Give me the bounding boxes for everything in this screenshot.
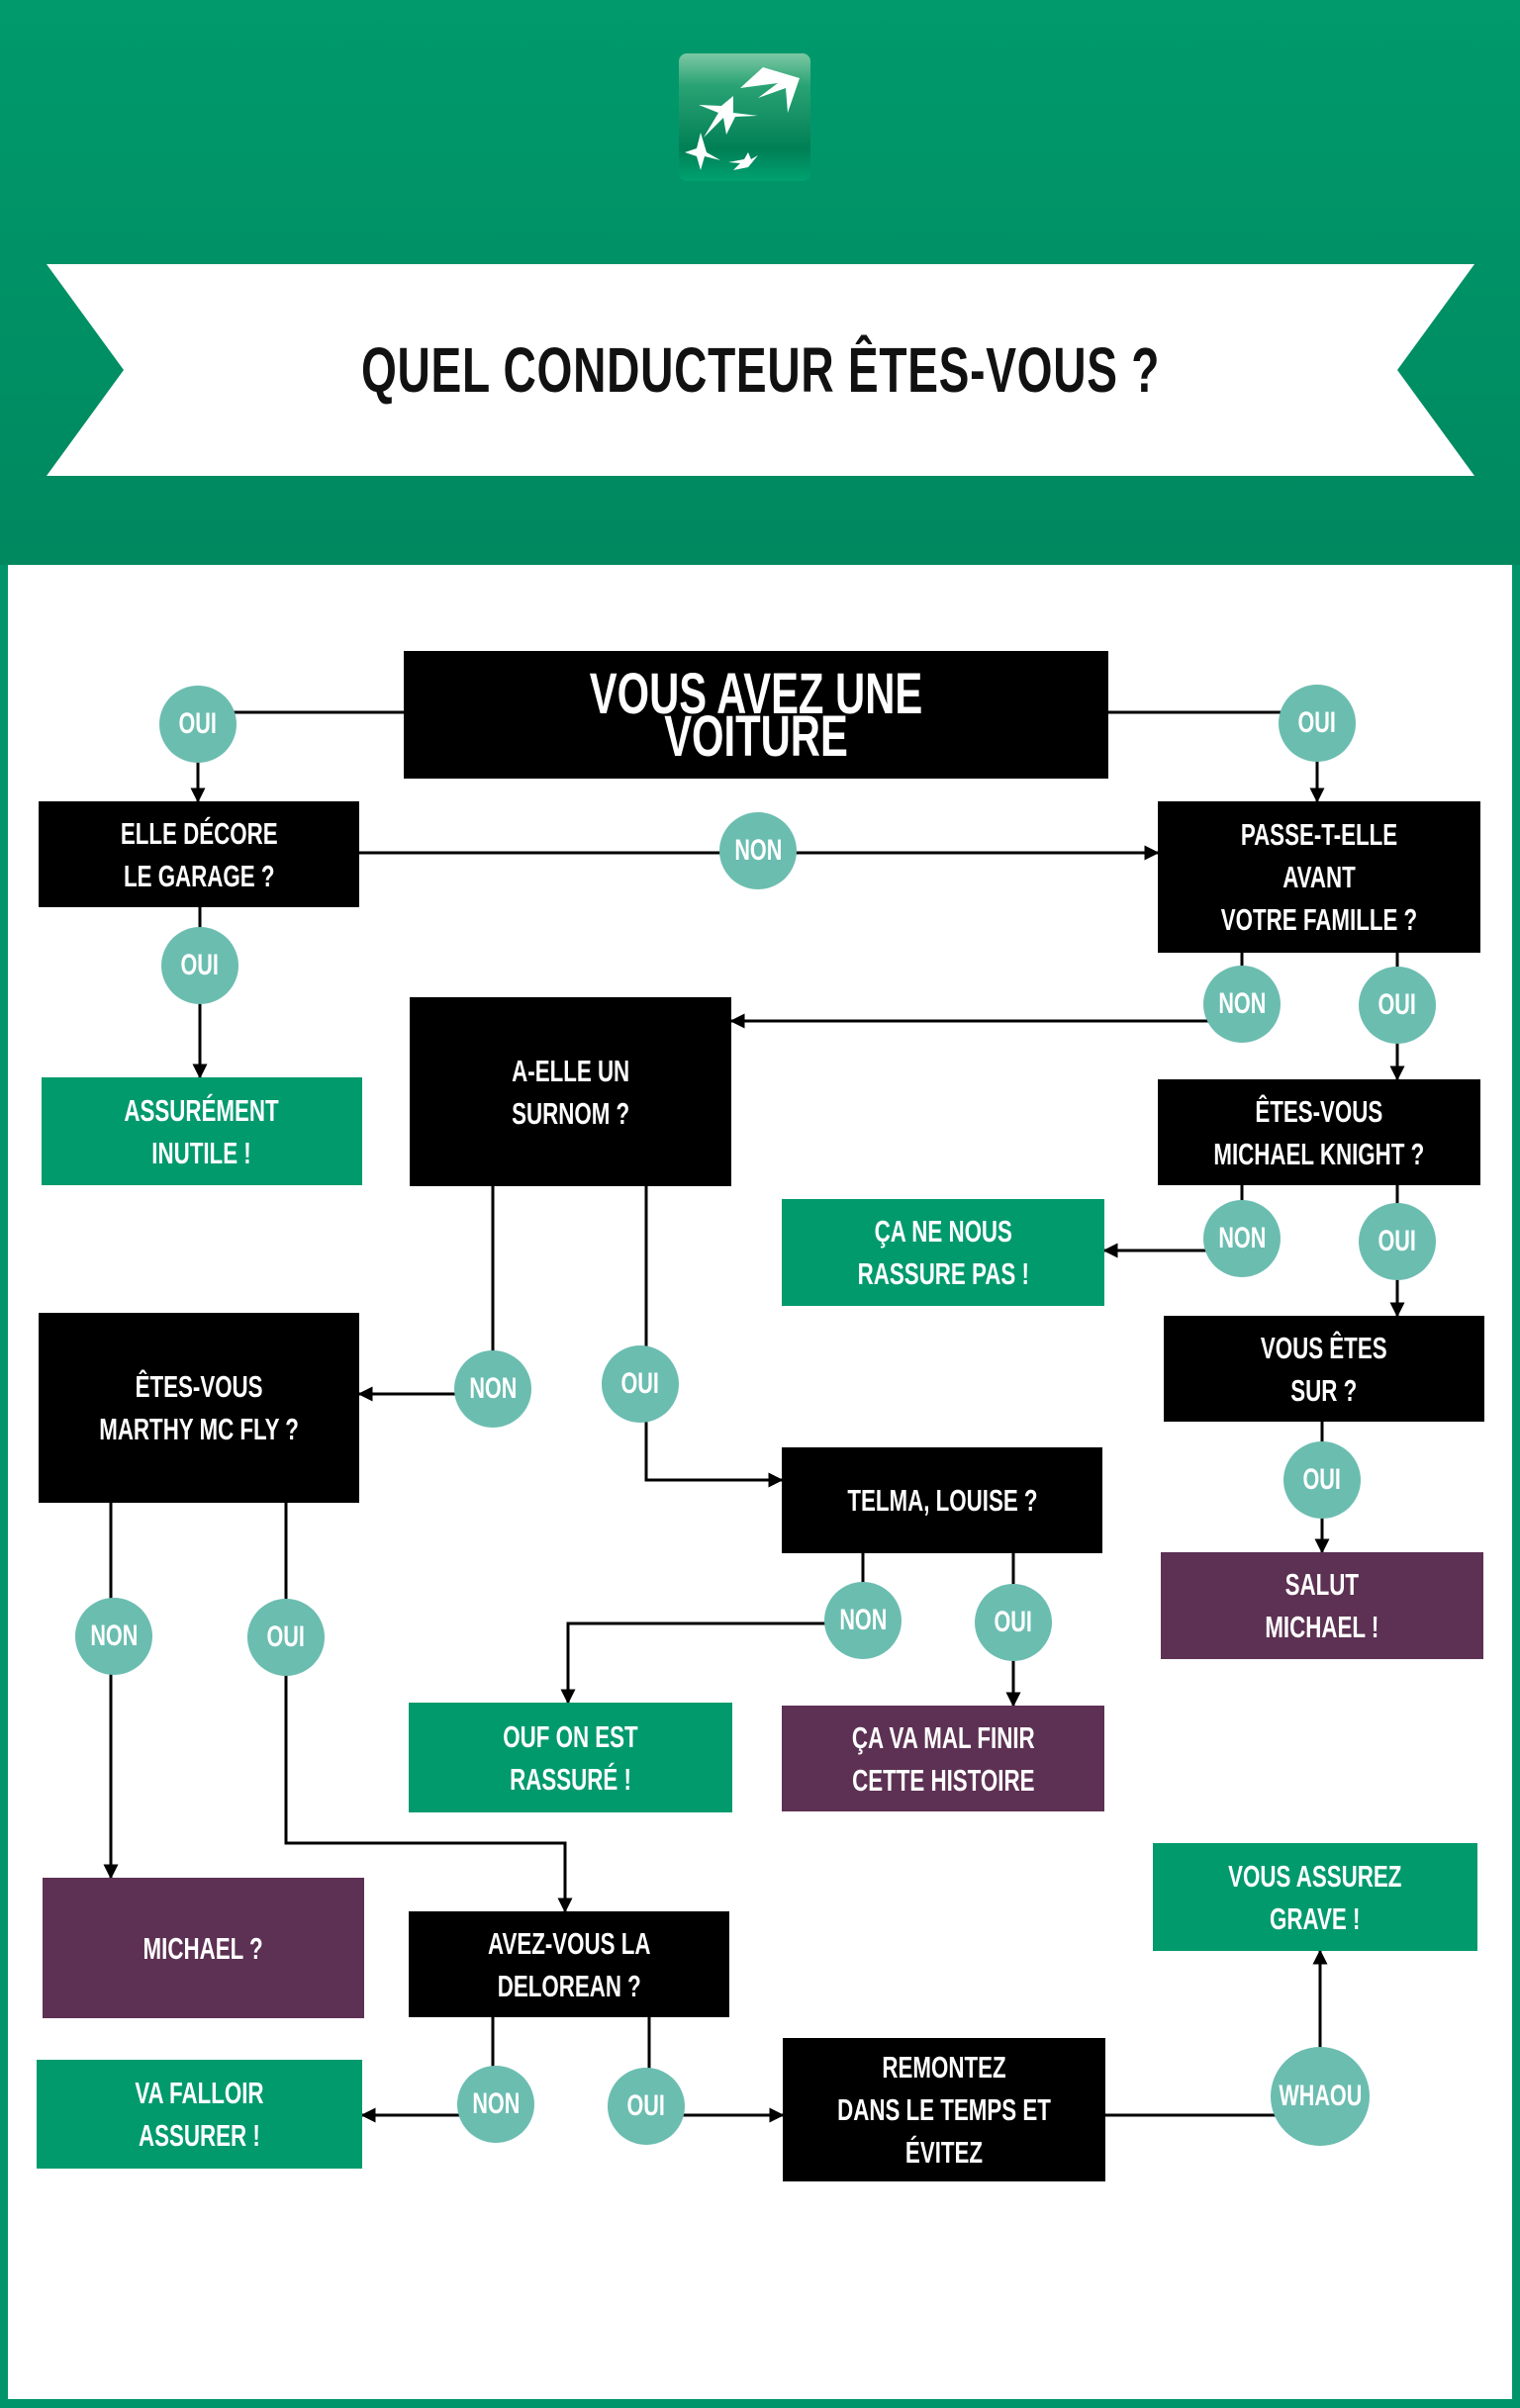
answer-oui: OUI <box>975 1584 1052 1661</box>
node-delorean: AVEZ-VOUS LA DELOREAN ? <box>409 1911 729 2017</box>
result-omg: OMG ! VOUS REMONTEZ DANS LE TEMPS ET ÉVI… <box>783 2007 1105 2212</box>
answer-whaou: WHAOU <box>1271 2047 1370 2146</box>
answer-non: NON <box>1203 966 1281 1043</box>
answer-oui: OUI <box>608 2068 685 2145</box>
answer-non: NON <box>454 1350 531 1428</box>
result-grave: VOUS ASSUREZ GRAVE ! <box>1153 1843 1477 1951</box>
answer-oui: OUI <box>602 1345 679 1423</box>
answer-oui: OUI <box>1283 1441 1361 1519</box>
connector <box>729 953 1244 1029</box>
answer-non: NON <box>824 1582 902 1659</box>
result-falloir: VA FALLOIR ASSURER ! <box>37 2060 362 2169</box>
page-title: QUEL CONDUCTEUR ÊTES-VOUS ? <box>360 334 1160 406</box>
answer-oui: OUI <box>161 927 238 1004</box>
answer-non: NON <box>457 2066 534 2143</box>
answer-oui: OUI <box>1359 967 1436 1044</box>
node-surnom: A-ELLE UN SURNOM ? <box>410 997 731 1186</box>
result-salut-michael: SALUT MICHAEL ! <box>1161 1552 1483 1659</box>
answer-oui: OUI <box>247 1599 325 1676</box>
bank-logo <box>679 53 810 181</box>
answer-non: NON <box>75 1598 152 1675</box>
connector <box>644 1186 784 1488</box>
result-michael: MICHAEL ? <box>43 1878 364 2018</box>
result-ouf: OUF ON EST RASSURÉ ! <box>409 1703 732 1812</box>
answer-oui: OUI <box>1359 1203 1436 1280</box>
connector <box>560 1553 865 1705</box>
node-decore: ELLE DÉCORE LE GARAGE ? <box>39 801 359 907</box>
answer-oui: OUI <box>1279 685 1356 762</box>
title-ribbon <box>47 264 1474 476</box>
node-passe: PASSE-T-ELLE AVANT VOTRE FAMILLE ? <box>1158 801 1480 953</box>
answer-non: NON <box>719 812 797 889</box>
answer-oui: OUI <box>159 686 237 763</box>
node-knight: ÊTES-VOUS MICHAEL KNIGHT ? <box>1158 1079 1480 1185</box>
node-start: VOUS AVEZ UNE VOITURE <box>404 651 1108 779</box>
node-marthy: ÊTES-VOUS MARTHY MC FLY ? <box>39 1313 359 1503</box>
node-telma: TELMA, LOUISE ? <box>782 1447 1102 1553</box>
result-rassure-pas: ÇA NE NOUS RASSURE PAS ! <box>782 1199 1104 1306</box>
result-mal-finir: ÇA VA MAL FINIR CETTE HISTOIRE <box>782 1706 1104 1811</box>
node-sur: VOUS ÊTES SUR ? <box>1164 1316 1484 1422</box>
result-inutile: ASSURÉMENT INUTILE ! <box>42 1077 362 1185</box>
stars-logo-icon <box>685 67 800 170</box>
answer-non: NON <box>1203 1200 1281 1277</box>
